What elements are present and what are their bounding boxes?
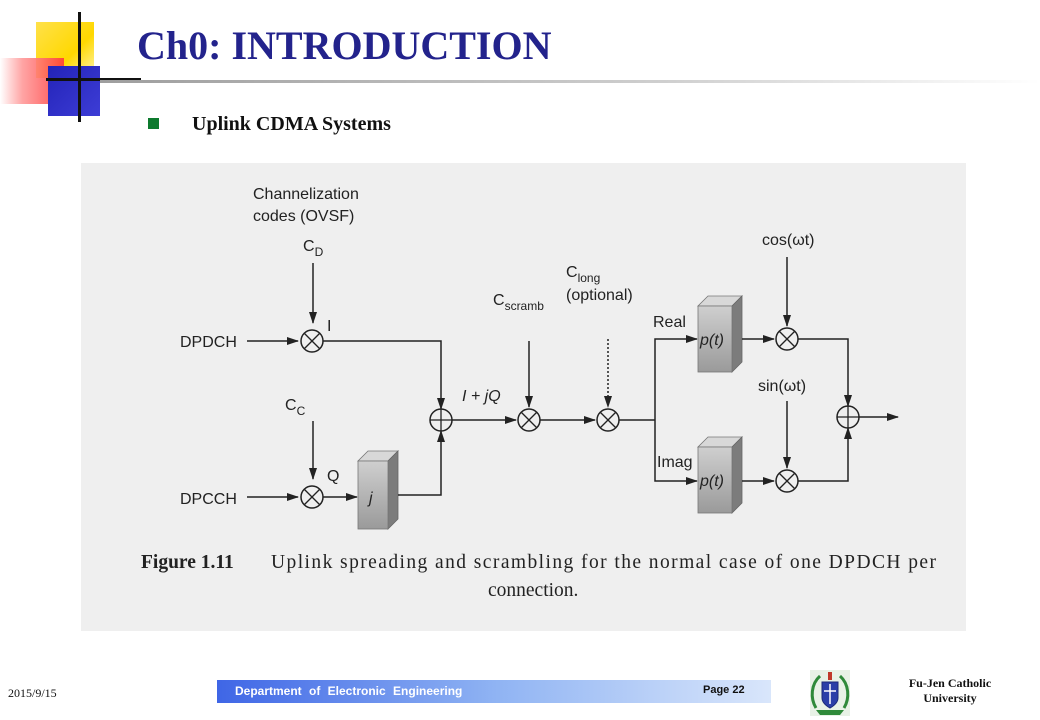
label-cscramb: Cscramb (493, 292, 544, 313)
multiplier-scramb (517, 408, 541, 432)
figure-panel: Channelization codes (OVSF) CD DPDCH I C… (81, 163, 966, 631)
footer-bar: Department of Electronic Engineering Pag… (217, 680, 771, 703)
footer-page-number: Page 22 (703, 684, 745, 696)
label-clong: Clong (566, 264, 600, 285)
blue-square (48, 66, 100, 116)
bullet-marker (148, 118, 159, 129)
label-imag: Imag (657, 454, 693, 471)
horizontal-line (46, 78, 141, 81)
label-cd: CD (303, 238, 324, 259)
corner-decoration (0, 0, 141, 130)
multiplier-cc (300, 485, 324, 509)
label-optional: (optional) (566, 287, 633, 304)
multiplier-long (596, 408, 620, 432)
slide-title: Ch0: INTRODUCTION (137, 23, 552, 68)
line-to-real (654, 335, 698, 420)
label-j: j (367, 490, 373, 507)
footer-date: 2015/9/15 (8, 686, 57, 700)
footer-university-line-1: Fu-Jen Catholic (908, 676, 992, 690)
bullet-text: Uplink CDMA Systems (192, 113, 391, 135)
label-q: Q (327, 468, 339, 485)
adder-iq (429, 408, 453, 432)
label-i: I (327, 318, 331, 335)
label-cc: CC (285, 397, 306, 418)
label-dpcch: DPCCH (180, 491, 237, 508)
footer-university: Fu-Jen Catholic University (888, 676, 1012, 706)
caption-figure-number: Figure 1.11 (141, 552, 234, 573)
pulse-shaper-imag: p(t) (697, 436, 743, 514)
university-crest-icon (810, 670, 850, 716)
caption-line-1: Uplink spreading and scrambling for the … (271, 552, 937, 573)
line-sin-to-sum (798, 427, 852, 482)
line-to-imag (654, 420, 698, 485)
adder-output (836, 405, 860, 429)
line-i-to-sum (323, 340, 445, 410)
j-block: j (357, 450, 399, 530)
footer-department: Department of Electronic Engineering (235, 684, 463, 698)
label-pt-top: p(t) (699, 332, 724, 349)
label-real: Real (653, 314, 686, 331)
vertical-line (78, 12, 81, 122)
line-jq-to-sum (398, 430, 445, 496)
line-cos-to-sum (798, 338, 852, 407)
footer-university-line-2: University (923, 691, 977, 705)
label-sin: sin(ωt) (758, 378, 806, 395)
label-cos: cos(ωt) (762, 232, 815, 249)
cdma-block-diagram: Channelization codes (OVSF) CD DPDCH I C… (141, 186, 937, 601)
caption-line-2: connection. (488, 580, 578, 601)
title-underline (100, 80, 1040, 83)
label-channelization: Channelization (253, 186, 359, 203)
multiplier-cos (775, 327, 799, 351)
label-ovsf: codes (OVSF) (253, 208, 354, 225)
label-i-plus-jq: I + jQ (462, 388, 501, 405)
label-dpdch: DPDCH (180, 334, 237, 351)
pulse-shaper-real: p(t) (697, 295, 743, 373)
label-pt-bottom: p(t) (699, 473, 724, 490)
multiplier-cd (300, 329, 324, 353)
multiplier-sin (775, 469, 799, 493)
